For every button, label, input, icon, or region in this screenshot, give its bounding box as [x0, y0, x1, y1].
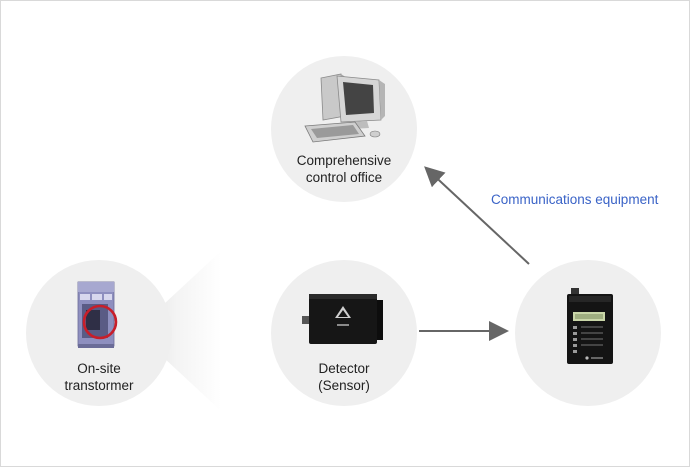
communications-device-icon [567, 288, 613, 364]
transformer-label: On-site transtormer [64, 361, 134, 393]
arrow-comm-to-office [424, 166, 530, 265]
communications-equipment-label: Communications equipment [491, 192, 659, 207]
control-office-node: Comprehensive control office [271, 56, 417, 202]
transformer-node: On-site transtormer [26, 260, 172, 406]
control-office-label: Comprehensive control office [296, 153, 392, 185]
detector-node: Detector (Sensor) [271, 260, 417, 406]
desktop-computer-icon [304, 73, 385, 143]
sensor-device-icon [302, 294, 383, 344]
transformer-cabinet-icon [77, 281, 118, 348]
detector-label: Detector (Sensor) [318, 361, 370, 393]
comm-device-node [515, 260, 661, 406]
